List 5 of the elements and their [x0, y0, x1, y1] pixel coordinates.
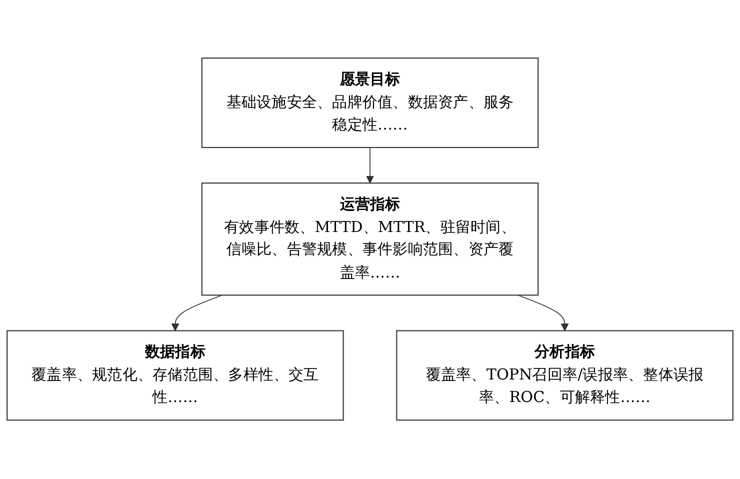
node-box: 数据指标 覆盖率、规范化、存储范围、多样性、交互性…… — [6, 330, 344, 422]
node-box: 运营指标 有效事件数、MTTD、MTTR、驻留时间、信噪比、告警规模、事件影响范围、资产覆盖率…… — [201, 182, 539, 296]
node-box: 愿景目标 基础设施安全、品牌价值、数据资产、服务稳定性…… — [201, 58, 539, 148]
node-box: 分析指标 覆盖率、TOPN召回率/误报率、整体误报率、ROC、可解释性…… — [396, 330, 734, 422]
arrow — [366, 147, 374, 184]
